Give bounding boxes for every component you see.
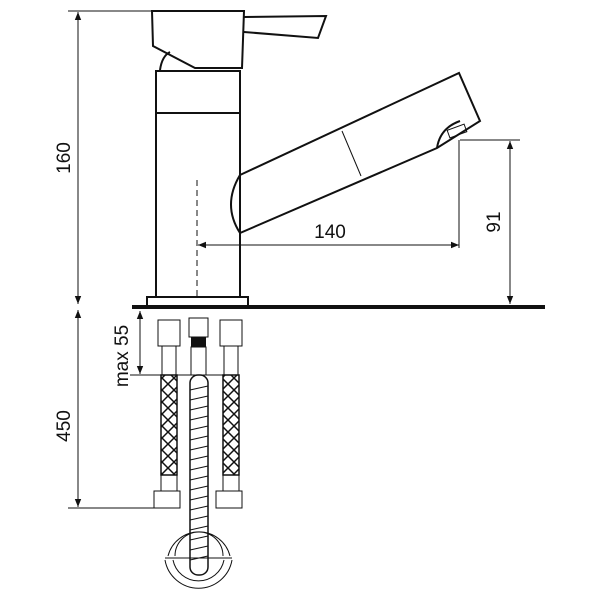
faucet-spout [230,71,482,235]
dim-hose-length: 450 [54,410,75,442]
dim-max-thickness: max 55 [112,325,133,387]
dim-height-total: 160 [54,142,75,174]
dim-spout-reach: 140 [314,222,346,243]
supply-hoses [130,317,243,589]
faucet-handle [150,10,328,71]
dimension-lines [68,10,520,509]
dim-spout-height: 91 [484,211,505,232]
